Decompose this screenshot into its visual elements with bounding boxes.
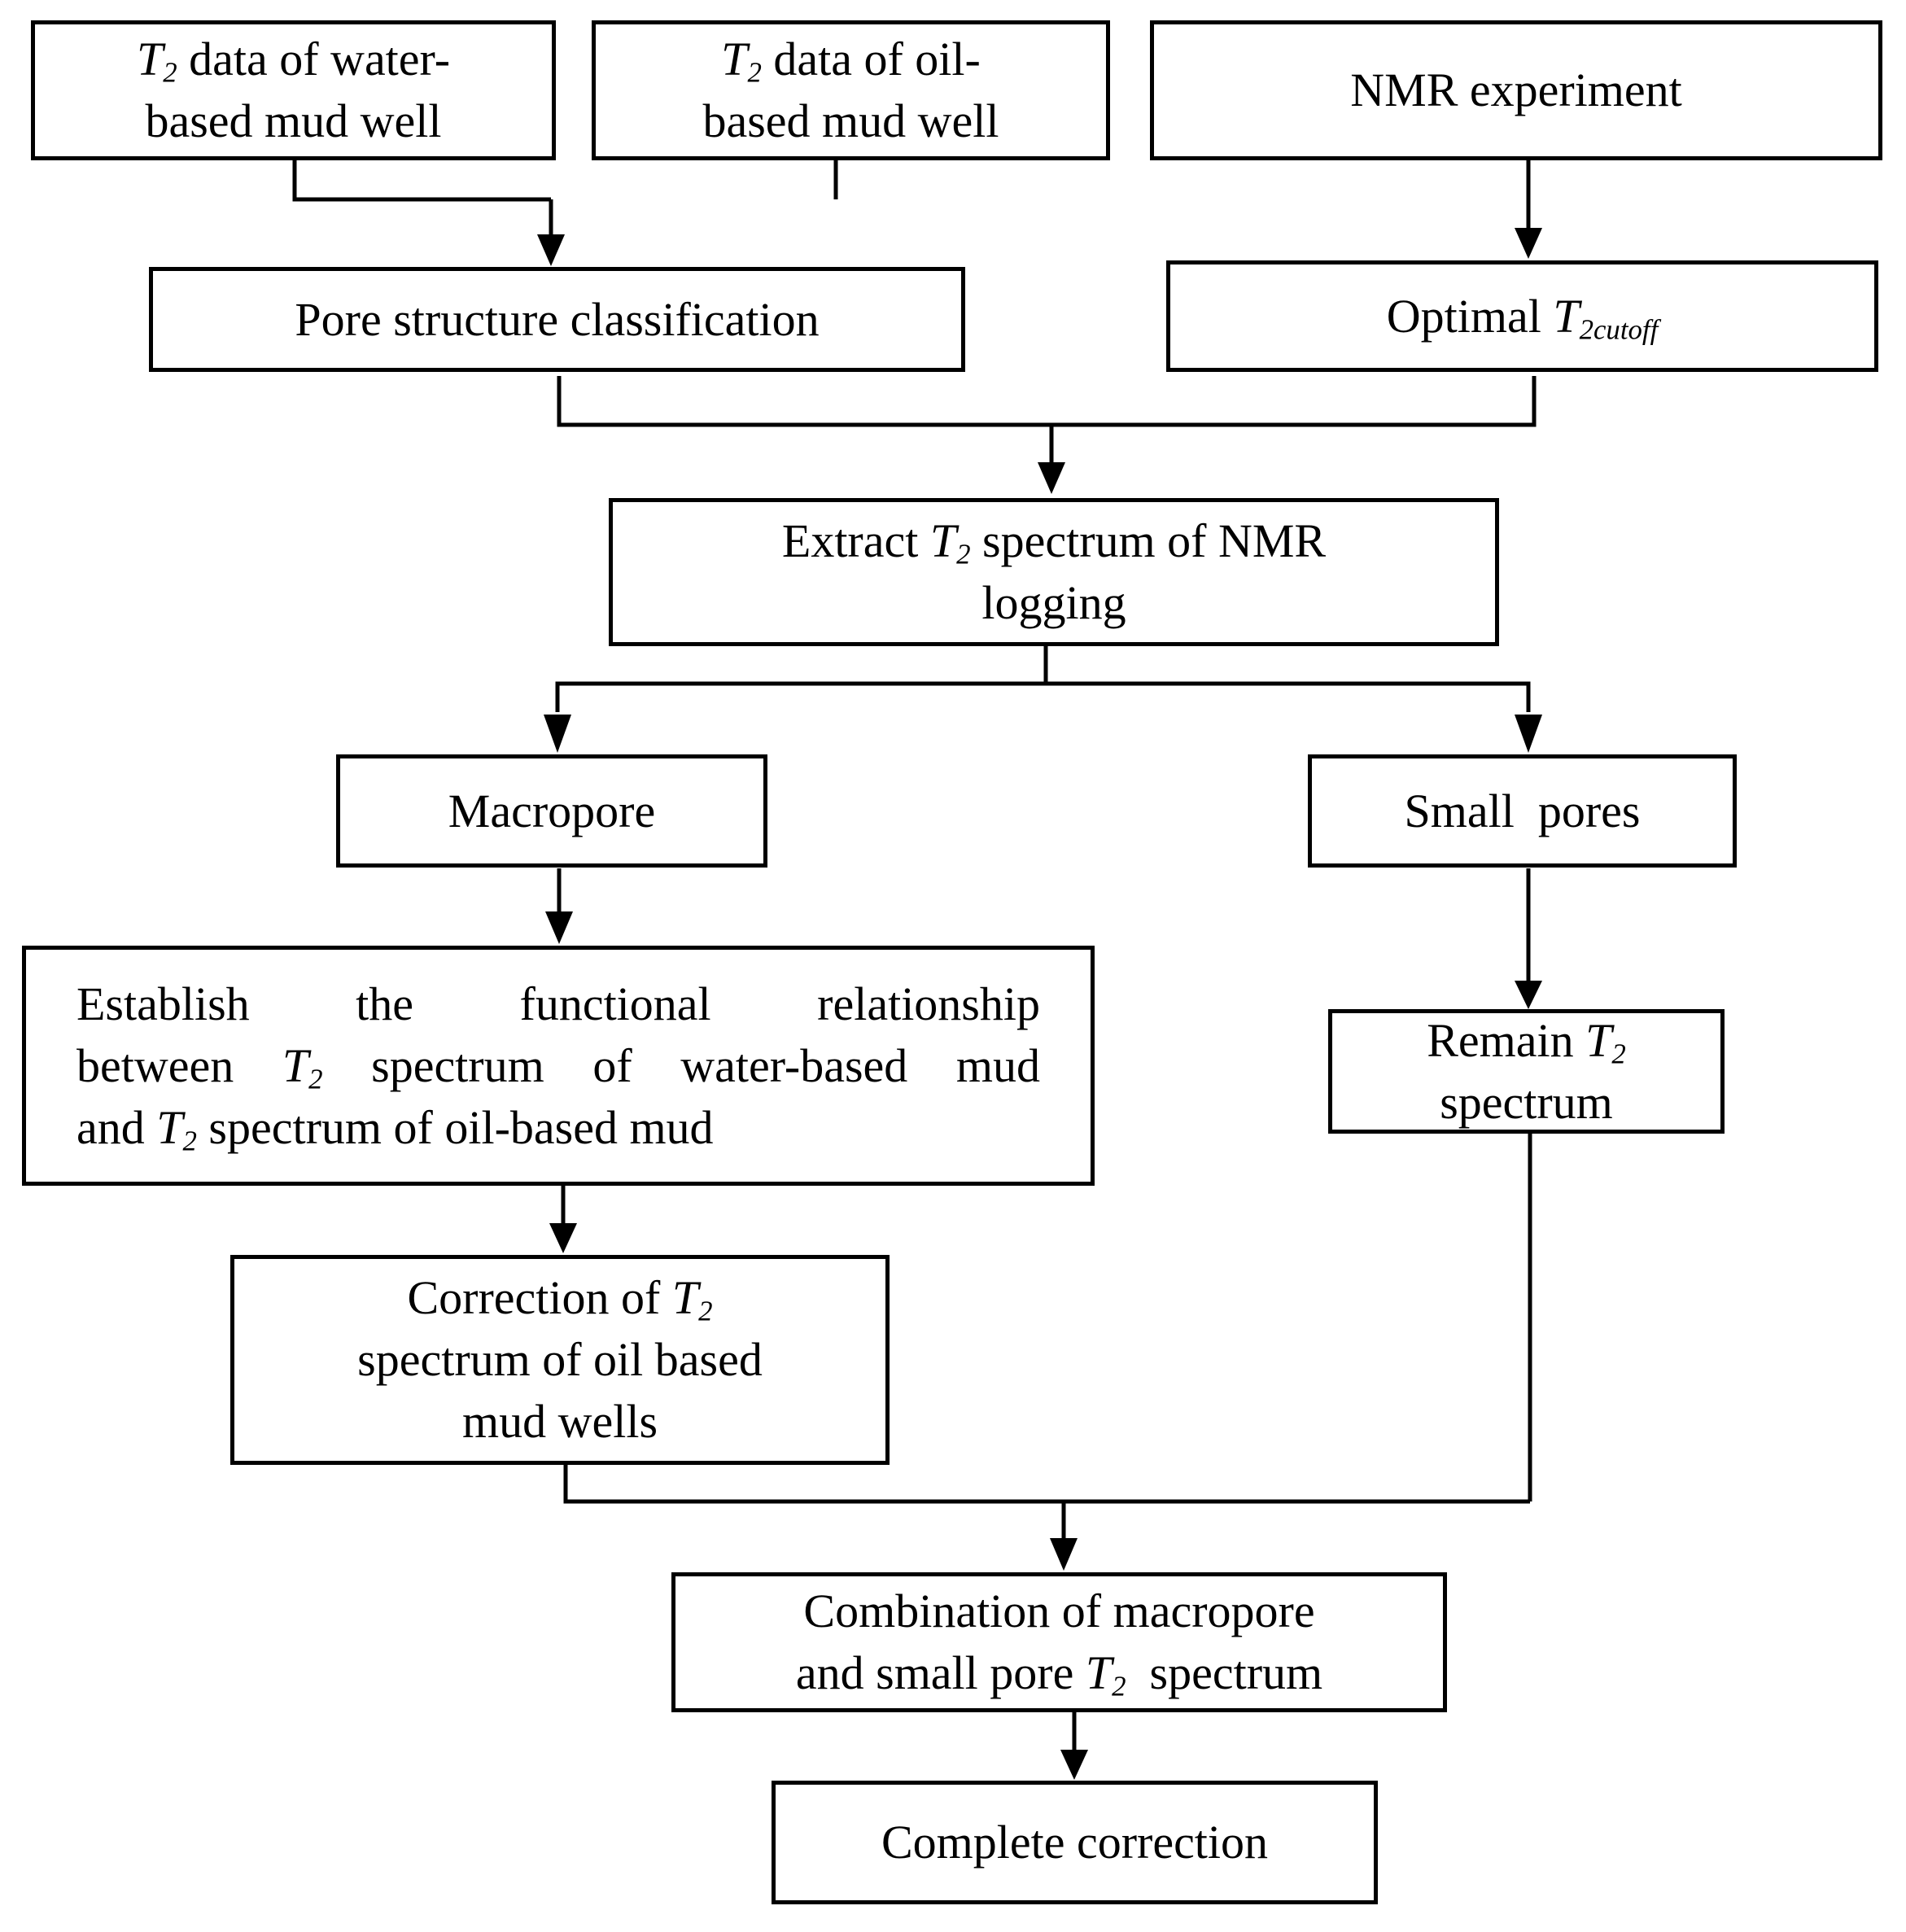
connector-correction-down bbox=[563, 1462, 1530, 1504]
node-nmr-experiment: NMR experiment bbox=[1150, 20, 1882, 160]
node-correction-oil: Correction of T2 spectrum of oil based m… bbox=[230, 1255, 890, 1465]
node-macropore: Macropore bbox=[336, 754, 767, 868]
arrowhead-small-pores bbox=[1515, 715, 1542, 753]
arrowhead-combination bbox=[1050, 1538, 1078, 1571]
arrowhead-extract bbox=[1038, 462, 1065, 494]
connector-extract-split bbox=[555, 681, 1531, 712]
arrowhead-macropore bbox=[544, 715, 571, 753]
arrowhead-pore-classification bbox=[537, 234, 565, 266]
node-optimal-cutoff: Optimal T2cutoff bbox=[1166, 260, 1878, 372]
arrowhead-correction bbox=[549, 1223, 577, 1253]
node-combination: Combination of macropore and small pore … bbox=[671, 1572, 1447, 1712]
node-complete-correction: Complete correction bbox=[772, 1781, 1378, 1904]
node-oil-mud: T2 data of oil- based mud well bbox=[592, 20, 1110, 160]
node-extract-spectrum: Extract T2 spectrum of NMR logging bbox=[609, 498, 1499, 646]
node-remain-spectrum: Remain T2 spectrum bbox=[1328, 1009, 1725, 1134]
node-pore-classification: Pore structure classification bbox=[149, 267, 965, 372]
node-water-mud: T2 data of water- based mud well bbox=[31, 20, 556, 160]
node-small-pores: Small pores bbox=[1308, 754, 1737, 868]
arrowhead-optimal bbox=[1515, 228, 1542, 259]
node-functional-relationship: Establish the functional relationship be… bbox=[22, 946, 1095, 1186]
connector-water-mud bbox=[292, 159, 551, 202]
arrowhead-complete bbox=[1060, 1750, 1088, 1780]
arrowhead-relationship bbox=[545, 911, 573, 944]
arrowhead-remain bbox=[1515, 981, 1542, 1009]
connector-pore-classification-down bbox=[557, 376, 1537, 427]
